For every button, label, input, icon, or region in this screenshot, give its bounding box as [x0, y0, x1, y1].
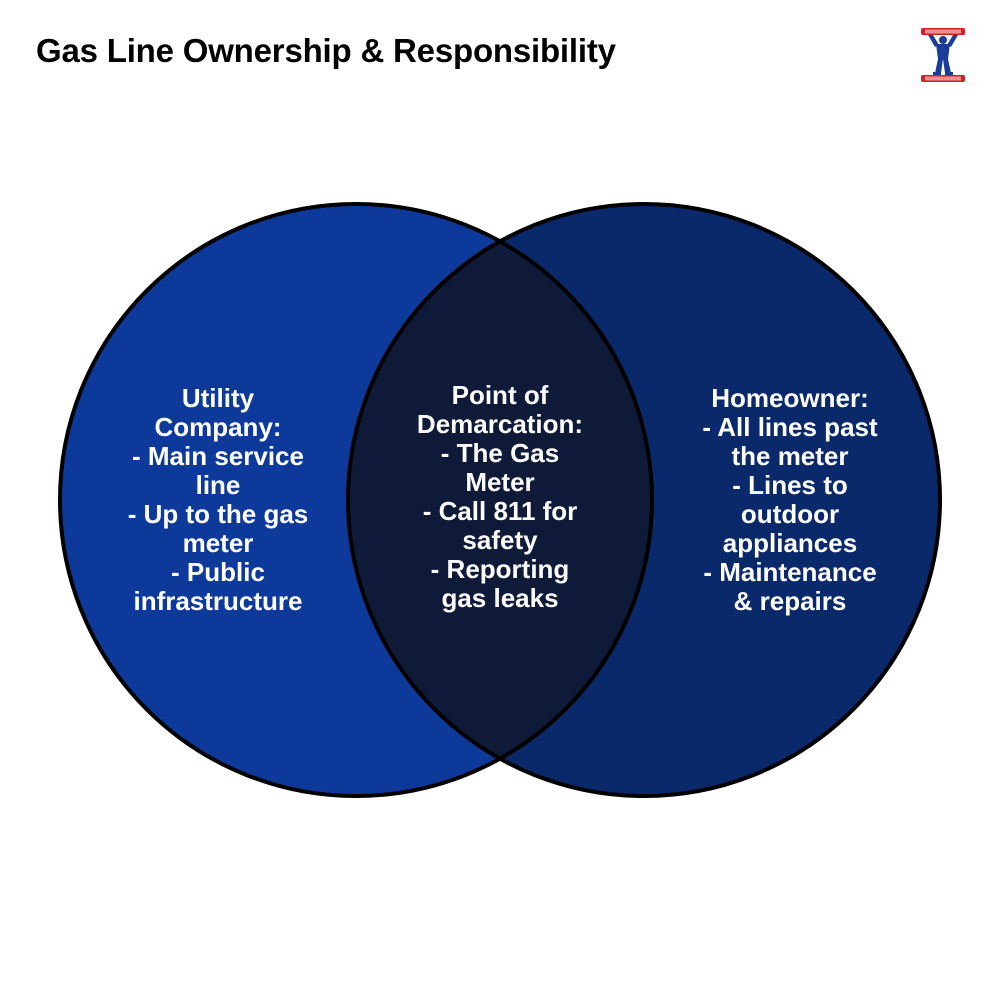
label-line: appliances	[722, 528, 858, 558]
label-line: - Main service	[132, 441, 304, 471]
label-line: - Lines to	[732, 470, 848, 500]
label-line: gas leaks	[441, 583, 559, 613]
right-circle-outline	[346, 202, 942, 798]
label-line: Utility	[181, 383, 255, 413]
label-line: - The Gas	[440, 438, 560, 468]
strongman-mascot-icon	[919, 25, 967, 85]
label-line: - Maintenance	[703, 557, 877, 587]
label-line: Point of	[451, 380, 549, 410]
label-line: infrastructure	[133, 586, 303, 616]
homeowner-label: Homeowner: - All lines past the meter - …	[670, 384, 910, 616]
label-line: Demarcation:	[416, 409, 584, 439]
label-line: - All lines past	[702, 412, 878, 442]
point-of-demarcation-label: Point of Demarcation: - The Gas Meter - …	[390, 381, 610, 613]
label-line: safety	[462, 525, 538, 555]
label-line: Meter	[465, 467, 535, 497]
label-line: outdoor	[740, 499, 840, 529]
label-line: - Reporting	[430, 554, 570, 584]
label-line: Homeowner:	[711, 383, 869, 413]
label-line: meter	[182, 528, 254, 558]
label-line: the meter	[731, 441, 849, 471]
label-line: - Call 811 for	[422, 496, 578, 526]
left-circle-outline	[58, 202, 654, 798]
label-line: & repairs	[733, 586, 847, 616]
label-line: Company:	[154, 412, 282, 442]
page-title: Gas Line Ownership & Responsibility	[36, 32, 616, 69]
label-line: line	[195, 470, 241, 500]
label-line: - Up to the gas	[127, 499, 309, 529]
utility-company-label: Utility Company: - Main service line - U…	[108, 384, 328, 616]
overlap-region	[348, 204, 652, 796]
label-line: - Public	[171, 557, 265, 587]
